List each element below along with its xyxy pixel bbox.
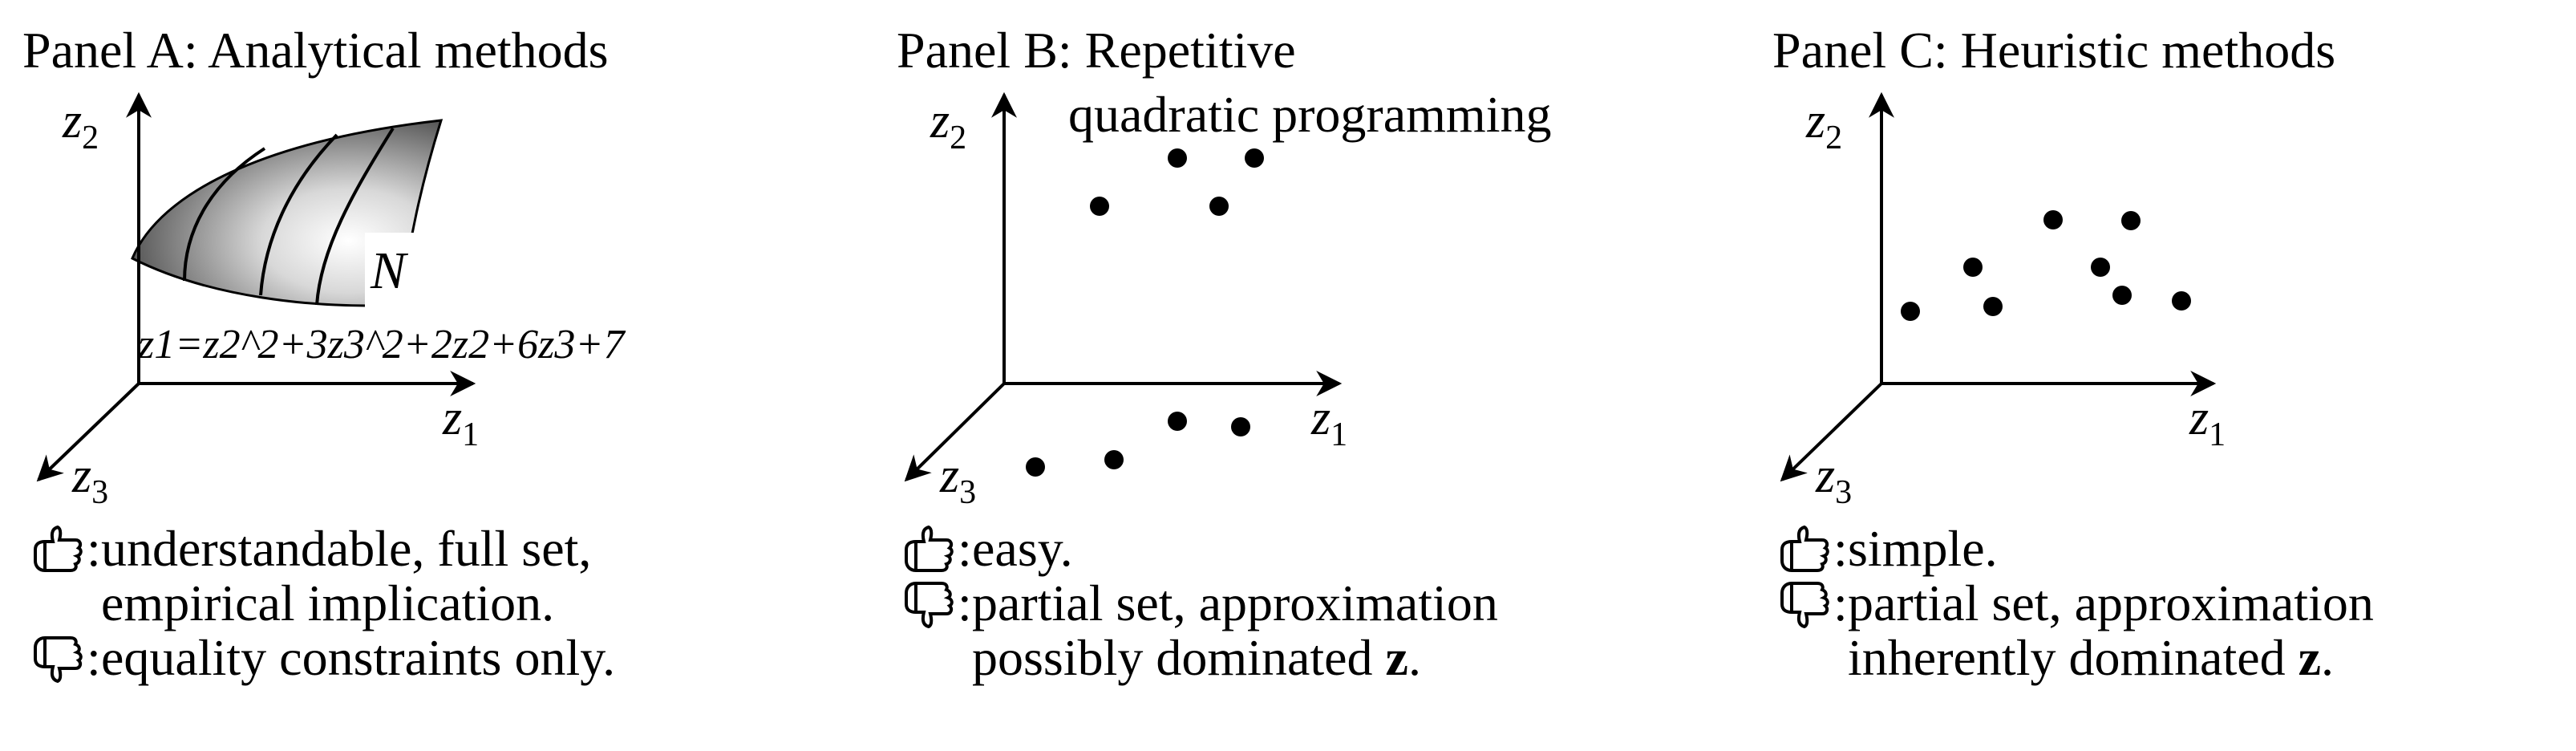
con-row: :equality constraints only.	[30, 631, 615, 685]
z1-label: z1	[1311, 391, 1348, 453]
data-point	[1983, 297, 2003, 316]
z3-label: z3	[72, 449, 109, 511]
z3-axis	[36, 382, 140, 482]
pro-row: :simple.	[1777, 522, 2374, 576]
data-point	[1168, 148, 1187, 168]
con-row-cont: inherently dominated z.	[1848, 629, 2335, 686]
panel-title-line2: quadratic programming	[1068, 86, 1552, 143]
data-point	[2091, 258, 2110, 277]
data-point	[2172, 291, 2191, 311]
data-point	[1104, 450, 1124, 469]
pros-cons-list: :simple. :partial set, approximation inh…	[1777, 522, 2374, 685]
con-text: partial set, approximation	[972, 574, 1498, 631]
pro-text: simple.	[1848, 520, 1998, 577]
z2-label: z2	[1806, 94, 1843, 156]
data-point	[1901, 302, 1920, 321]
z1-label: z1	[2189, 391, 2226, 453]
panel-b: Panel B: Repetitive quadratic programmin…	[866, 0, 1732, 751]
thumbs-up-icon	[1777, 526, 1833, 574]
thumbs-down-icon	[901, 580, 958, 628]
thumbs-down-icon	[1777, 580, 1833, 628]
surface-label: N	[371, 242, 407, 300]
panel-a: Panel A: Analytical methods z2 z1 z3 N z…	[0, 0, 866, 751]
panel-c: Panel C: Heuristic methods z2 z1 z3 :sim…	[1732, 0, 2576, 751]
data-point	[1026, 457, 1045, 477]
thumbs-up-icon	[901, 526, 958, 574]
z1-label: z1	[443, 391, 480, 453]
thumbs-down-icon	[30, 635, 87, 683]
pros-cons-list: :easy. :partial set, approximation possi…	[901, 522, 1498, 685]
panel-title: Panel B: Repetitive	[897, 22, 1296, 79]
axes-plot	[904, 91, 1343, 482]
pros-cons-list: :understandable, full set, empirical imp…	[30, 522, 615, 685]
con-row: :partial set, approximation	[1777, 576, 2374, 631]
data-point	[1209, 197, 1229, 216]
z2-label: z2	[930, 94, 967, 156]
con-text: equality constraints only.	[101, 629, 616, 686]
con-row-cont: possibly dominated z.	[972, 629, 1421, 686]
pro-row-cont: empirical implication.	[101, 574, 555, 631]
z3-label: z3	[1816, 449, 1853, 511]
data-point	[2112, 286, 2132, 305]
data-point	[1231, 417, 1250, 436]
panel-title: Panel C: Heuristic methods	[1772, 22, 2336, 79]
data-point	[1090, 197, 1109, 216]
data-point	[1245, 148, 1264, 168]
z3-axis	[1780, 382, 1883, 482]
thumbs-up-icon	[30, 526, 87, 574]
equation: z1=z2^2+3z3^2+2z2+6z3+7	[138, 322, 625, 367]
data-point	[2121, 211, 2141, 230]
data-point	[1168, 412, 1187, 431]
con-row: :partial set, approximation	[901, 576, 1498, 631]
data-point	[1963, 258, 1983, 277]
z2-label: z2	[63, 94, 99, 156]
z3-label: z3	[940, 449, 977, 511]
pro-row: :understandable, full set,	[30, 522, 615, 576]
pro-text: easy.	[972, 520, 1073, 577]
pro-text: understandable, full set,	[101, 520, 592, 577]
axes-plot	[36, 91, 476, 482]
surface-n	[131, 119, 444, 307]
axes-plot	[1780, 91, 2217, 482]
data-point	[2043, 210, 2063, 229]
panel-title: Panel A: Analytical methods	[22, 22, 609, 79]
z3-axis	[904, 382, 1006, 482]
pro-row: :easy.	[901, 522, 1498, 576]
con-text: partial set, approximation	[1848, 574, 2374, 631]
